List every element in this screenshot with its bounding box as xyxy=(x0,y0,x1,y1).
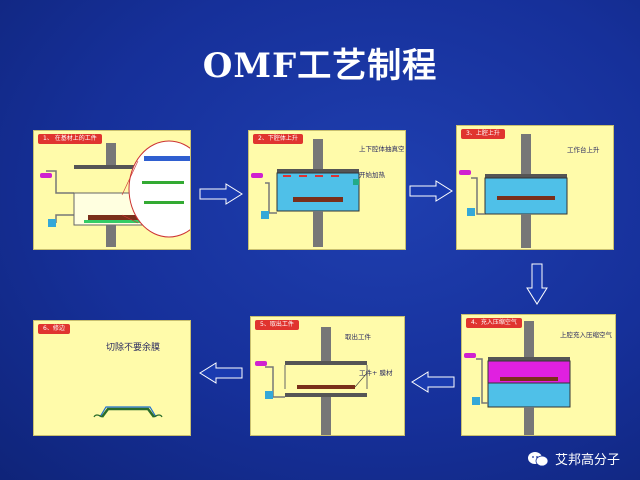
panel-3-diagram xyxy=(459,134,568,248)
arrow-3-to-4 xyxy=(526,263,548,305)
panel-3-note: 工作台上升 xyxy=(567,146,600,154)
panel-1-step-label: 1、 在基材上的工件 xyxy=(38,134,102,144)
brand-name: 艾邦高分子 xyxy=(554,453,620,468)
panel-5-diagram xyxy=(255,327,368,435)
arrow-1-to-2 xyxy=(199,183,243,205)
process-panel-6: 6、修边 切除不要余膜 xyxy=(33,320,191,436)
panel-1-diagram xyxy=(40,140,190,247)
panel-5-step-label: 5、取出工件 xyxy=(255,320,299,330)
panel-4-diagram xyxy=(464,321,571,435)
panel-2-note-1: 上下腔体抽真空 xyxy=(359,145,405,153)
brand-watermark: 艾邦高分子 xyxy=(527,449,620,468)
process-panel-5: 5、取出工件 取出工件 工件+ 膜材 xyxy=(250,316,405,436)
page-title: OMF工艺制程 xyxy=(202,46,438,86)
panel-2-diagram xyxy=(251,139,360,247)
arrow-5-to-6 xyxy=(199,362,243,384)
panel-5-note-1: 取出工件 xyxy=(345,333,371,341)
process-panel-1: 1、 在基材上的工件 xyxy=(33,130,191,250)
panel-4-note: 上腔充入压缩空气 xyxy=(560,331,612,339)
process-panel-3: 3、上腔上升 工作台上升 xyxy=(456,125,614,250)
panel-6-diagram xyxy=(93,406,163,418)
process-panel-2: 2、下腔体上升 上下腔体抽真空 开始加热 xyxy=(248,130,406,250)
panel-2-step-label: 2、下腔体上升 xyxy=(253,134,303,144)
panel-2-note-2: 开始加热 xyxy=(359,171,385,179)
panel-6-note: 切除不要余膜 xyxy=(106,343,161,353)
wechat-icon xyxy=(527,451,549,466)
process-panel-4: 4、充入压缩空气 上腔充入压缩空气 xyxy=(461,314,616,436)
panel-6-step-label: 6、修边 xyxy=(38,324,70,334)
panel-4-step-label: 4、充入压缩空气 xyxy=(466,318,522,328)
arrow-4-to-5 xyxy=(411,371,455,393)
arrow-2-to-3 xyxy=(409,180,453,202)
panel-3-step-label: 3、上腔上升 xyxy=(461,129,505,139)
panel-5-note-2: 工件+ 膜材 xyxy=(359,369,393,377)
